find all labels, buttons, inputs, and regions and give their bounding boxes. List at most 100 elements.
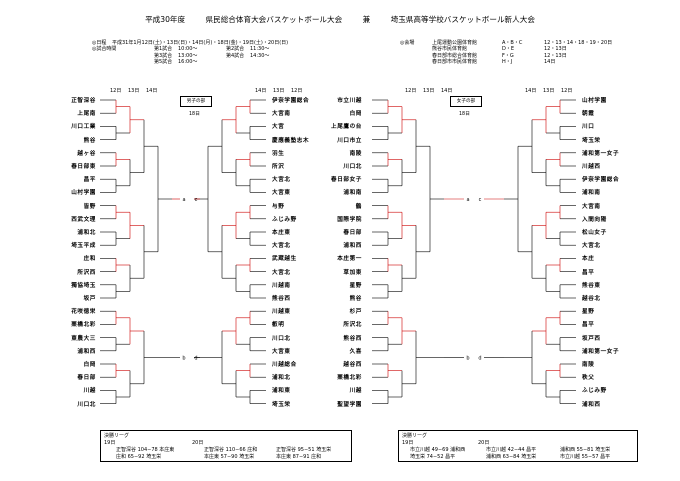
women-right-team: 秩父 bbox=[582, 375, 595, 382]
women-left-team: 熊谷西 bbox=[343, 335, 362, 342]
men-left-team: 花咲徳栄 bbox=[71, 309, 96, 316]
women-right-team: 伊奈学園総合 bbox=[582, 177, 620, 184]
women-right-team: 入間向陽 bbox=[582, 216, 607, 223]
women-left-team: 川越 bbox=[349, 388, 362, 395]
women-right-team: 坂戸西 bbox=[582, 335, 601, 342]
women-right-team: 大宮北 bbox=[582, 243, 601, 250]
men-finals-title: 決勝リーグ bbox=[104, 433, 130, 439]
round-label: 12日 bbox=[110, 88, 121, 94]
men-right-team: 叡明 bbox=[272, 322, 285, 329]
women-left-team: 星野 bbox=[349, 282, 362, 289]
men-right-team: ふじみ野 bbox=[272, 216, 297, 223]
men-label-b: b bbox=[182, 355, 185, 361]
men-label-c: c bbox=[195, 197, 198, 203]
women-left-team: 川口北 bbox=[343, 164, 362, 170]
women-division-label: 女子の部 bbox=[450, 96, 482, 107]
men-left-team: 春日部東 bbox=[71, 164, 96, 170]
men-finals-day20: 20日 bbox=[192, 440, 204, 446]
venue-days: 12・13日 bbox=[544, 52, 567, 59]
men-left-team: 川口工業 bbox=[71, 124, 96, 131]
men-left-team: 獨協埼玉 bbox=[71, 282, 96, 289]
men-right-team: 羽生 bbox=[272, 150, 285, 157]
game-time: 14:30〜 bbox=[250, 52, 270, 59]
men-left-team: 川口北 bbox=[77, 401, 96, 408]
women-right-team: 昌平 bbox=[582, 322, 595, 329]
date-label: ◎日程 bbox=[92, 40, 107, 46]
time-label: ◎試合時間 bbox=[92, 46, 117, 53]
women-finals-r19-b: 埼玉栄 74−52 昌平 bbox=[410, 454, 456, 460]
men-label-a: a bbox=[182, 197, 185, 203]
men-right-team: 大宮東 bbox=[272, 190, 291, 197]
women-left-team: 草加東 bbox=[343, 269, 362, 276]
women-right-team: 川越西 bbox=[582, 164, 601, 170]
men-finals-r20-b: 本庄東 57−90 埼玉栄 bbox=[204, 454, 255, 460]
men-right-team: 川越南 bbox=[272, 282, 291, 289]
men-left-team: 熊谷 bbox=[83, 137, 96, 144]
women-right-team: 星野 bbox=[582, 309, 595, 316]
venue-days: 12・13・14・18・19・20日 bbox=[544, 40, 613, 46]
women-finals-title: 決勝リーグ bbox=[402, 433, 428, 439]
round-label: 14日 bbox=[441, 88, 452, 94]
women-right-team: 越谷北 bbox=[582, 296, 601, 302]
women-right-team: 埼玉栄 bbox=[582, 137, 601, 144]
round-label: 12日 bbox=[561, 88, 572, 94]
men-left-team: 皆野 bbox=[83, 203, 96, 210]
men-finals-r20-a: 正智深谷 110−66 庄和 bbox=[204, 447, 258, 453]
date-value: 平成31年1月12日(土)・13日(日)・14日(月)・18日(金)・19日(土… bbox=[112, 40, 289, 46]
men-day18: 18日 bbox=[189, 112, 200, 117]
women-left-team: 越谷西 bbox=[343, 362, 362, 368]
women-right-team: ふじみ野 bbox=[582, 388, 607, 395]
men-right-team: 与野 bbox=[272, 203, 285, 210]
women-left-team: 川口市立 bbox=[337, 137, 362, 144]
women-right-team: 松山女子 bbox=[582, 230, 607, 236]
women-right-team: 浦和第一女子 bbox=[582, 348, 620, 355]
women-left-team: 杉戸 bbox=[349, 309, 362, 316]
men-left-team: 越ヶ谷 bbox=[77, 150, 96, 157]
women-left-team: 上尾鷹の台 bbox=[331, 124, 362, 131]
men-right-team: 大宮東 bbox=[272, 348, 291, 355]
men-finals-r19-b: 庄和 65−92 埼玉栄 bbox=[116, 454, 162, 460]
women-finals-r20b-b: 市立川越 55−57 昌平 bbox=[560, 454, 611, 460]
game-name: 第2試合 bbox=[226, 46, 245, 53]
round-label: 14日 bbox=[255, 88, 266, 94]
men-left-team: 浦和西 bbox=[77, 348, 96, 355]
men-right-team: 大宮南 bbox=[272, 111, 291, 118]
game-name: 第4試合 bbox=[226, 52, 245, 59]
women-right-team: 南陵 bbox=[582, 362, 595, 368]
round-label: 14日 bbox=[525, 88, 536, 94]
men-right-team: 大宮北 bbox=[272, 269, 291, 276]
men-left-team: 山村学園 bbox=[71, 190, 96, 197]
game-name: 第5試合 bbox=[154, 59, 173, 66]
women-right-team: 昌平 bbox=[582, 269, 595, 276]
women-right-team: 浦和南 bbox=[582, 190, 601, 197]
women-right-team: 熊谷東 bbox=[582, 282, 601, 289]
men-division-label: 男子の部 bbox=[180, 96, 212, 107]
schedule-info: ◎日程平成31年1月12日(土)・13日(日)・14日(月)・18日(金)・19… bbox=[92, 40, 288, 66]
men-left-team: 上尾南 bbox=[77, 111, 96, 118]
women-left-team: 浦和南 bbox=[343, 190, 362, 197]
men-finals-r20b-b: 本庄東 87−91 庄和 bbox=[276, 454, 322, 460]
men-left-team: 白岡 bbox=[83, 362, 96, 368]
page-title: 平成30年度 県民総合体育大会バスケットボール大会 兼 埼玉県高等学校バスケット… bbox=[0, 14, 680, 25]
men-right-team: 川越総合 bbox=[272, 362, 297, 368]
women-left-team: 春日部 bbox=[343, 230, 362, 236]
venue-name: 熊谷市民体育館 bbox=[432, 46, 468, 53]
women-right-team: 朝霞 bbox=[582, 111, 595, 118]
men-right-team: 大宮北 bbox=[272, 177, 291, 184]
women-left-team: 所沢北 bbox=[343, 322, 362, 329]
women-day18: 18日 bbox=[459, 112, 470, 117]
round-label: 13日 bbox=[423, 88, 434, 94]
men-right-team: 川越東 bbox=[272, 309, 291, 316]
venue-codes: F・G bbox=[502, 52, 514, 59]
women-left-team: 久喜 bbox=[349, 348, 362, 355]
men-right-team: 所沢 bbox=[272, 164, 285, 170]
women-label-b: b bbox=[466, 355, 469, 361]
men-finals-day19: 19日 bbox=[104, 440, 116, 446]
round-label: 14日 bbox=[146, 88, 157, 94]
men-finals-r20b-a: 正智深谷 95−51 埼玉栄 bbox=[276, 447, 332, 453]
women-left-team: 熊谷 bbox=[349, 296, 362, 302]
women-left-team: 聖望学園 bbox=[337, 401, 362, 408]
women-finals-r20-b: 浦和西 63−84 埼玉栄 bbox=[486, 454, 537, 460]
